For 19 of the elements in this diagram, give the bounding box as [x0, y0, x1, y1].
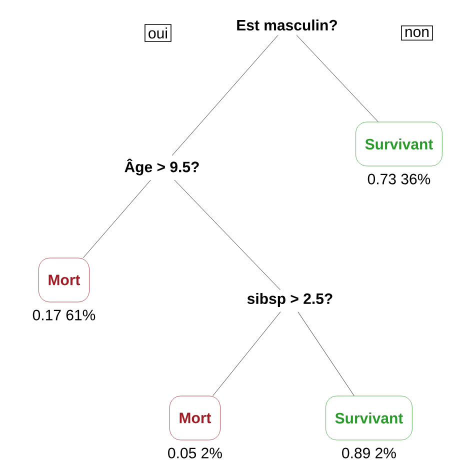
branch-line	[174, 180, 280, 290]
value-label: 0.73 36%	[368, 174, 430, 184]
decision-question: Est masculin?	[237, 20, 337, 30]
branch-line	[172, 35, 278, 156]
value-label: 0.05 2%	[168, 448, 222, 458]
value-label: 0.89 2%	[342, 448, 396, 458]
branch-line	[83, 180, 151, 258]
branch-line	[298, 312, 354, 396]
leaf-box: Survivant	[326, 396, 412, 440]
leaf-box: Mort	[170, 396, 220, 440]
leaf-box: Survivant	[356, 122, 442, 166]
branch-tag: oui	[144, 24, 172, 42]
branch-tag: non	[401, 26, 433, 41]
branch-line	[296, 34, 378, 122]
decision-question: sibsp > 2.5?	[247, 293, 332, 307]
leaf-box: Mort	[38, 258, 90, 302]
branch-line	[212, 312, 281, 396]
value-label: 0.17 61%	[32, 310, 96, 320]
decision-question: Âge > 9.5?	[124, 158, 199, 176]
